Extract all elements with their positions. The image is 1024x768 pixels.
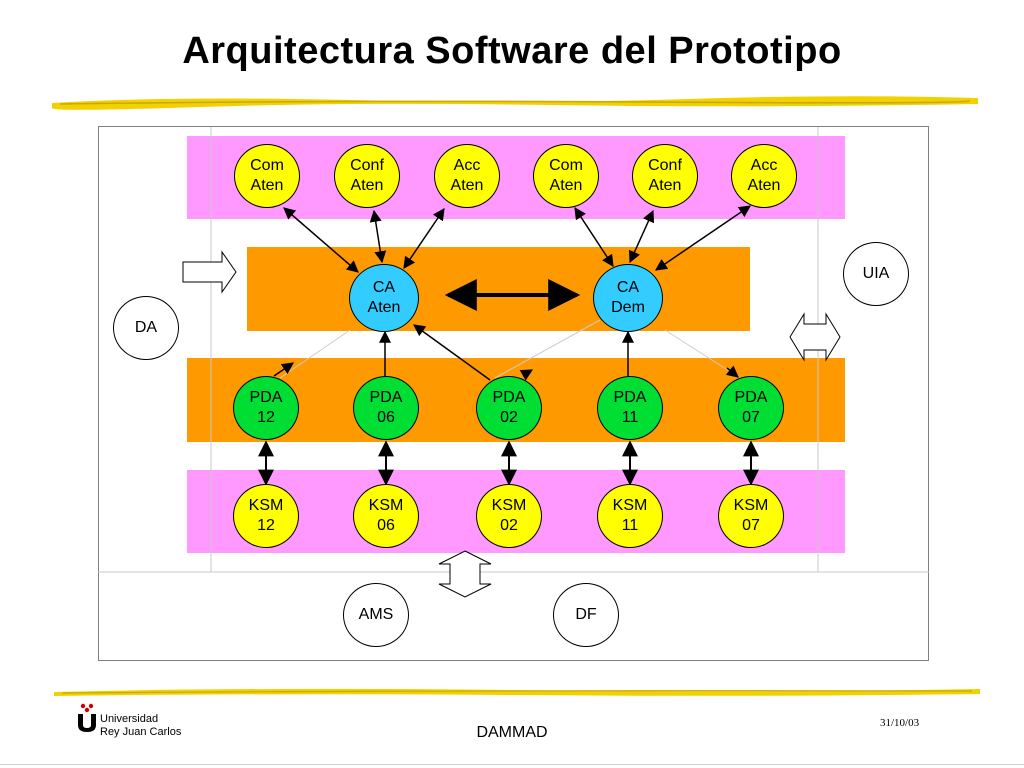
edge-pda02-caaten bbox=[413, 324, 491, 381]
node-conf-aten-1[interactable]: Conf Aten bbox=[334, 144, 400, 208]
node-pda-02[interactable]: PDA 02 bbox=[476, 376, 542, 440]
node-ca-dem[interactable]: CA Dem bbox=[593, 264, 663, 332]
node-com-aten-2[interactable]: Com Aten bbox=[533, 144, 599, 208]
node-ksm-11[interactable]: KSM 11 bbox=[597, 484, 663, 548]
node-ksm-12[interactable]: KSM 12 bbox=[233, 484, 299, 548]
edge-accaten1-caaten bbox=[403, 208, 445, 269]
edge-confaten1-caaten bbox=[369, 209, 387, 264]
node-ams[interactable]: AMS bbox=[343, 583, 409, 647]
node-pda-06[interactable]: PDA 06 bbox=[353, 376, 419, 440]
node-ca-aten[interactable]: CA Aten bbox=[349, 264, 419, 332]
edge-comaten1-caaten bbox=[283, 207, 359, 273]
edge-pda12-caaten bbox=[273, 362, 294, 377]
title-underline bbox=[51, 96, 978, 110]
node-pda-12[interactable]: PDA 12 bbox=[233, 376, 299, 440]
node-ksm-02[interactable]: KSM 02 bbox=[476, 484, 542, 548]
footer-divider bbox=[54, 688, 980, 696]
footer-date: 31/10/03 bbox=[880, 717, 920, 729]
right-block-arrow-icon bbox=[182, 250, 237, 294]
horizontal-double-arrow-icon bbox=[789, 312, 841, 362]
university-name: Universidad Rey Juan Carlos bbox=[100, 713, 182, 738]
node-acc-aten-1[interactable]: Acc Aten bbox=[434, 144, 500, 208]
edge-pda07-cadem bbox=[725, 365, 739, 378]
vertical-double-arrow-icon bbox=[438, 550, 492, 598]
edge-pda02-right bbox=[519, 369, 534, 381]
node-ksm-06[interactable]: KSM 06 bbox=[353, 484, 419, 548]
node-com-aten-1[interactable]: Com Aten bbox=[234, 144, 300, 208]
edge-accaten2-cadem bbox=[655, 205, 751, 271]
node-conf-aten-2[interactable]: Conf Aten bbox=[632, 144, 698, 208]
university-logo-icon bbox=[78, 703, 96, 732]
node-df[interactable]: DF bbox=[553, 583, 619, 647]
node-da[interactable]: DA bbox=[113, 296, 179, 360]
diagram-frame bbox=[98, 126, 929, 661]
node-uia[interactable]: UIA bbox=[843, 242, 909, 306]
node-pda-11[interactable]: PDA 11 bbox=[597, 376, 663, 440]
bottom-border bbox=[0, 764, 1024, 765]
footer-label: DAMMAD bbox=[476, 724, 548, 741]
node-ksm-07[interactable]: KSM 07 bbox=[718, 484, 784, 548]
node-pda-07[interactable]: PDA 07 bbox=[718, 376, 784, 440]
edge-confaten2-cadem bbox=[628, 209, 655, 264]
edge-comaten2-cadem bbox=[574, 206, 614, 268]
slide-title: Arquitectura Software del Prototipo bbox=[182, 30, 842, 72]
node-acc-aten-2[interactable]: Acc Aten bbox=[731, 144, 797, 208]
